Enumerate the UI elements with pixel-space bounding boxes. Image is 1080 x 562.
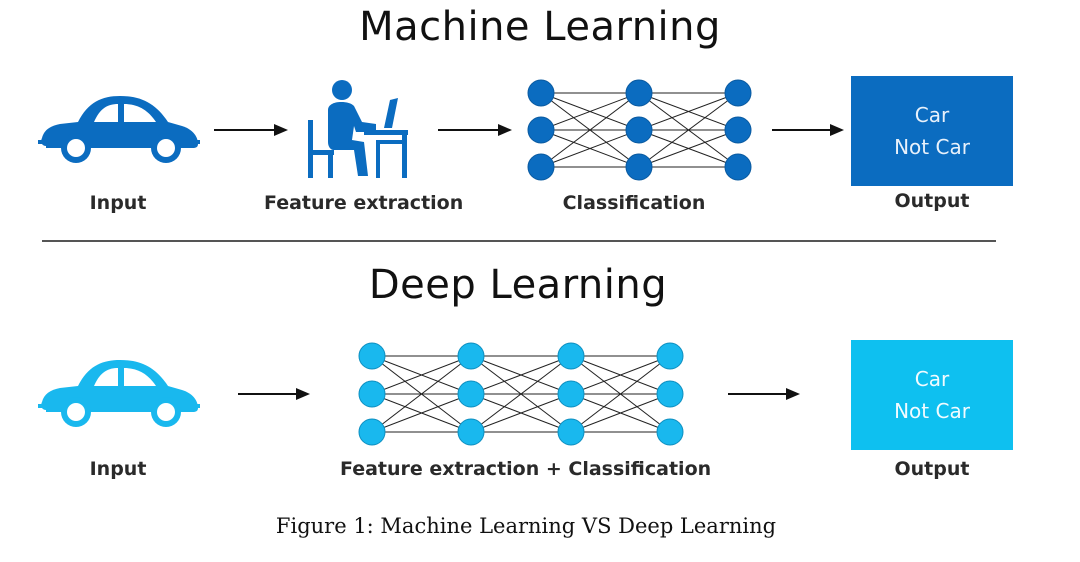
arrow-right-icon: [728, 388, 800, 400]
car-icon: [38, 96, 200, 163]
dl-output-car: Car: [914, 367, 950, 391]
car-icon: [38, 360, 200, 427]
ml-output-box: Car Not Car: [851, 76, 1013, 186]
dl-network-connection: [570, 355, 671, 433]
ml-network-connection: [638, 92, 739, 131]
ml-network-node: [724, 153, 752, 181]
dl-network-node: [656, 380, 684, 408]
ml-neural-network: [527, 79, 752, 181]
dl-network-connection: [570, 355, 671, 395]
dl-network-node: [358, 418, 386, 446]
dl-network-node: [557, 418, 585, 446]
ml-network-connection: [638, 129, 739, 168]
ml-network-node: [625, 79, 653, 107]
figure-caption: Figure 1: Machine Learning VS Deep Learn…: [275, 514, 777, 538]
dl-output-not-car: Not Car: [894, 399, 970, 423]
ml-title: Machine Learning: [359, 4, 721, 50]
ml-network-node: [625, 153, 653, 181]
ml-network-node: [724, 116, 752, 144]
ml-network-connection: [638, 92, 739, 168]
ml-network-connection: [540, 92, 640, 168]
dl-network-connection: [371, 393, 472, 433]
dl-network-node: [656, 418, 684, 446]
dl-output-label: Output: [894, 458, 970, 480]
section-divider: [42, 240, 996, 242]
ml-output-car: Car: [914, 103, 950, 127]
ml-network-node: [527, 116, 555, 144]
arrow-right-icon: [772, 124, 844, 136]
dl-network-node: [457, 418, 485, 446]
dl-title: Deep Learning: [368, 262, 668, 308]
dl-neural-network: [358, 342, 684, 446]
dl-network-connection: [371, 355, 472, 433]
ml-classification-label: Classification: [562, 192, 706, 214]
ml-network-node: [625, 116, 653, 144]
dl-network-connection: [470, 355, 572, 395]
dl-network-node: [457, 342, 485, 370]
dl-output-box: Car Not Car: [851, 340, 1013, 450]
ml-output-label: Output: [894, 190, 970, 212]
ml-network-node: [724, 79, 752, 107]
dl-network-node: [358, 380, 386, 408]
ml-network-node: [527, 79, 555, 107]
dl-network-node: [656, 342, 684, 370]
dl-feature-classification-label: Feature extraction + Classification: [340, 458, 712, 480]
dl-network-connection: [371, 355, 472, 395]
dl-network-connection: [470, 393, 572, 433]
ml-network-node: [527, 153, 555, 181]
ml-network-connection: [540, 129, 640, 168]
dl-network-node: [457, 380, 485, 408]
ml-input-label: Input: [89, 192, 147, 214]
arrow-right-icon: [214, 124, 288, 136]
dl-network-node: [358, 342, 386, 370]
dl-input-label: Input: [89, 458, 147, 480]
arrow-right-icon: [438, 124, 512, 136]
dl-network-node: [557, 380, 585, 408]
person-at-desk-icon: [308, 80, 408, 178]
arrow-right-icon: [238, 388, 310, 400]
dl-network-connection: [470, 355, 572, 433]
ml-feature-extraction-label: Feature extraction: [264, 192, 464, 214]
dl-network-node: [557, 342, 585, 370]
ml-output-not-car: Not Car: [894, 135, 970, 159]
ml-network-connection: [540, 92, 640, 131]
dl-network-connection: [570, 393, 671, 433]
